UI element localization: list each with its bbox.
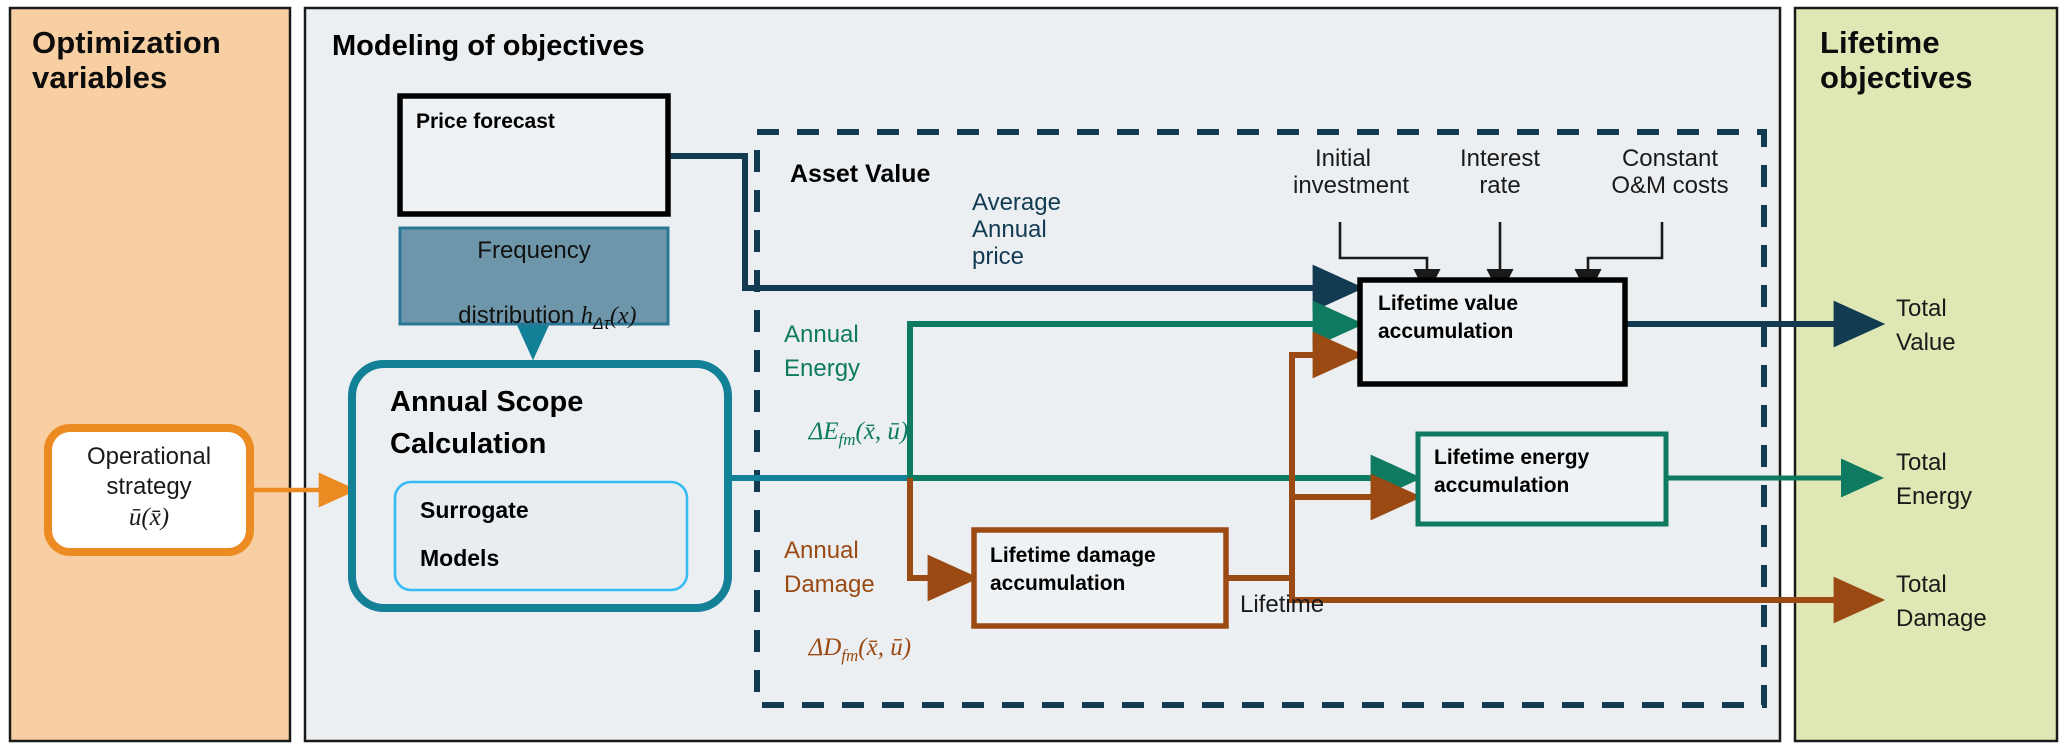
edge-price-to-lifetime-value: [668, 153, 1365, 312]
lifetime-damage-line1: Lifetime damage: [990, 544, 1156, 567]
surrogate-models-line2: Models: [420, 545, 500, 571]
output-total-value-line2: Value: [1896, 329, 1956, 356]
lifetime-damage-line2: accumulation: [990, 572, 1126, 595]
lifetime-energy-line1: Lifetime energy: [1434, 446, 1590, 469]
frequency-distribution-math: h: [580, 302, 593, 329]
annual-energy-math: ΔEfm(x̄, ū): [784, 390, 909, 477]
annual-energy-line1: Annual: [784, 321, 859, 348]
annual-damage-symbol: ΔD: [808, 634, 842, 661]
box-lifetime-value[interactable]: [1357, 277, 1628, 387]
edge-initial-investment: [1338, 222, 1441, 297]
annual-energy-arg: (x̄, ū): [855, 418, 909, 445]
frequency-distribution-line2: distribution hΔτ(x): [400, 276, 668, 360]
lifetime-annotation-label: Lifetime: [1240, 591, 1325, 618]
annual-scope-line2: Calculation: [390, 428, 547, 460]
operational-strategy-line2: strategy: [106, 473, 192, 500]
annual-damage-math: ΔDfm(x̄, ū): [784, 606, 911, 693]
lifetime-energy-line2: accumulation: [1434, 474, 1570, 497]
annual-damage-arg: (x̄, ū): [858, 634, 912, 661]
box-price-forecast[interactable]: [397, 93, 671, 217]
box-lifetime-damage[interactable]: [971, 527, 1229, 629]
lifetime-value-line1: Lifetime value: [1378, 292, 1519, 315]
frequency-distribution-matharg: (x): [609, 302, 637, 329]
annual-damage-line1: Annual: [784, 537, 859, 564]
annual-energy-line2: Energy: [784, 355, 861, 382]
annual-energy-symbol: ΔE: [808, 418, 839, 445]
annual-damage-line2: Damage: [784, 571, 875, 598]
surrogate-models-line1: Surrogate: [420, 497, 529, 523]
operational-strategy-line1: Operational: [86, 443, 212, 470]
asset-value-group: [754, 129, 1767, 708]
edge-om-costs: [1574, 222, 1664, 297]
annual-damage-sub: fm: [841, 646, 859, 665]
edge-energy-riser: [907, 300, 1365, 478]
box-operational-strategy[interactable]: [44, 424, 254, 556]
panel-title-modeling: Modeling of objectives: [332, 30, 645, 62]
box-frequency-distribution[interactable]: [398, 226, 670, 326]
frequency-distribution-mathsub: Δτ: [592, 314, 610, 333]
panel-optimization-variables: [8, 6, 292, 743]
operational-strategy-math: ū(x̄): [128, 504, 170, 531]
edge-damage-to-accumulation: [907, 478, 980, 602]
edge-damage-riser: [1289, 331, 1365, 578]
frequency-distribution-line1: Frequency: [477, 237, 591, 264]
box-surrogate-models[interactable]: [393, 480, 689, 592]
price-forecast-label: Price forecast: [416, 110, 555, 133]
asset-value-label: Asset Value: [790, 160, 931, 188]
frequency-distribution-text: distribution: [458, 301, 581, 329]
output-total-damage-line2: Damage: [1896, 605, 1987, 632]
output-total-energy-line1: Total: [1896, 449, 1947, 476]
annual-scope-line1: Annual Scope: [390, 386, 584, 418]
output-total-energy-line2: Energy: [1896, 483, 1973, 510]
box-lifetime-energy[interactable]: [1415, 431, 1669, 527]
annual-energy-sub: fm: [838, 430, 856, 449]
output-total-damage-line1: Total: [1896, 571, 1947, 598]
edge-total-damage: [1289, 576, 1886, 624]
output-total-value-line1: Total: [1896, 295, 1947, 322]
lifetime-value-line2: accumulation: [1378, 320, 1514, 343]
